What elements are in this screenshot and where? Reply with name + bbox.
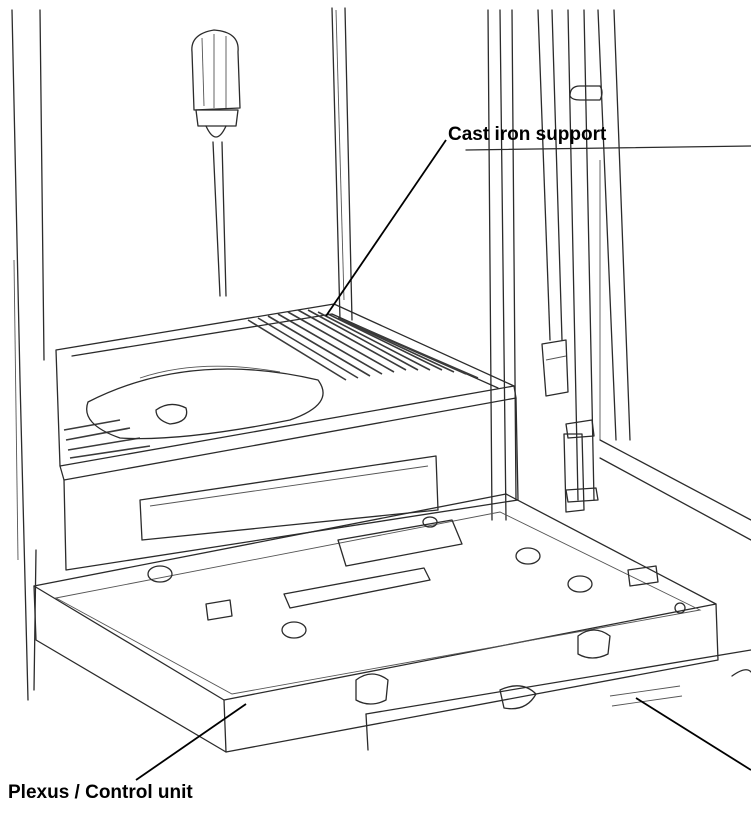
lower-right-panel <box>365 649 751 751</box>
left-side-panel <box>11 9 45 701</box>
plexus-control-unit-label: Plexus / Control unit <box>8 782 193 803</box>
cast-iron-support-label: Cast iron support <box>448 124 607 145</box>
cast-iron-support <box>55 303 517 481</box>
cast-iron-support-leader <box>325 139 447 317</box>
door-hinges <box>541 85 603 513</box>
screwdriver <box>191 29 241 297</box>
plexus-control-unit-leader <box>135 703 247 781</box>
support-ribs <box>63 309 479 459</box>
support-body <box>63 397 519 571</box>
back-panel-edges <box>331 7 353 321</box>
lower-panel-leader <box>635 697 751 771</box>
right-door-frame <box>465 9 751 541</box>
plexus-control-unit <box>33 493 719 753</box>
